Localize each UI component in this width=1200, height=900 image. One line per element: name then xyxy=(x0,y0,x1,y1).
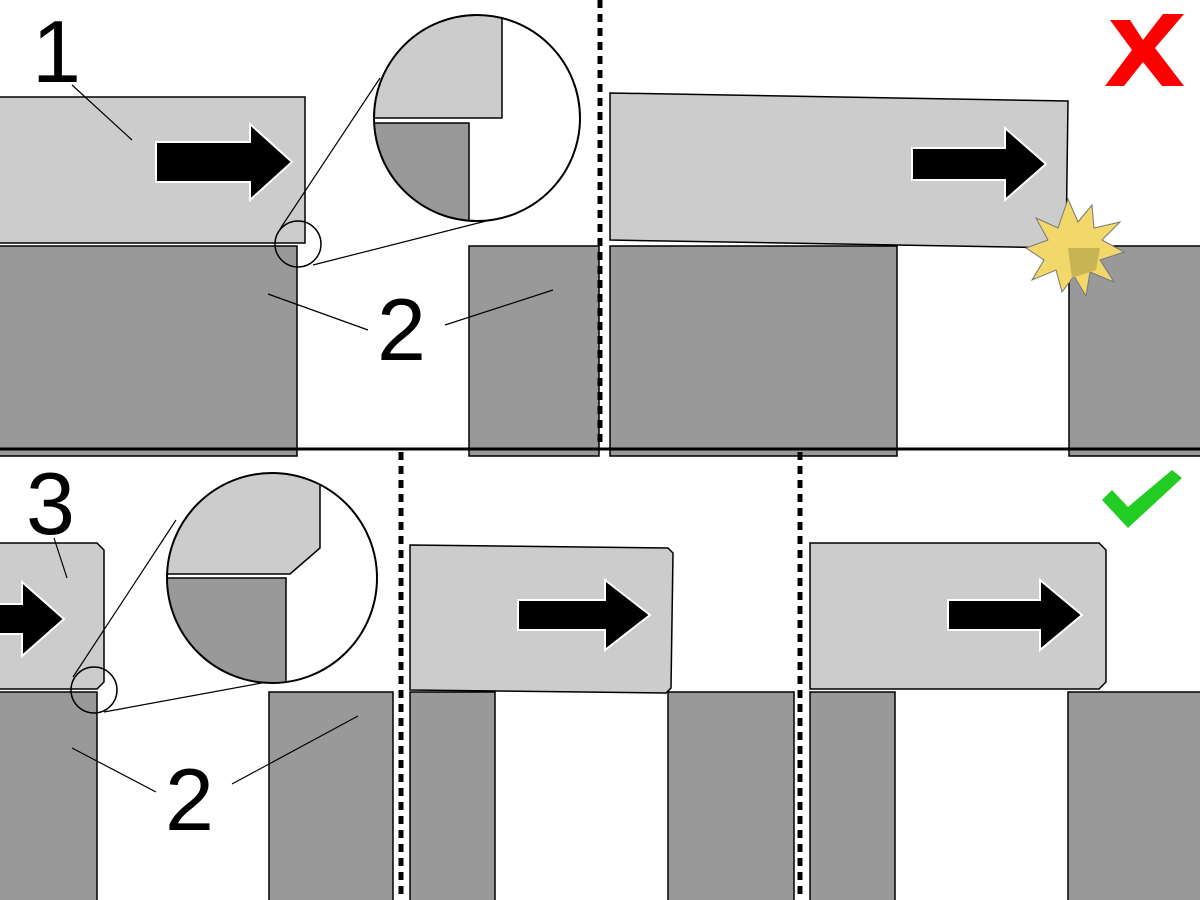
panel-bottom-left: 3 2 xyxy=(0,454,394,900)
support-block-right xyxy=(667,691,795,900)
direction-arrow-icon xyxy=(155,121,294,203)
label-part-2: 2 xyxy=(377,280,426,379)
zoom-leader-lower xyxy=(103,679,279,713)
impact-shade xyxy=(1068,248,1100,278)
zoom-circle xyxy=(166,472,378,684)
support-block-right xyxy=(1067,691,1200,900)
zoom-source-circle xyxy=(274,220,322,268)
leader-line-2a xyxy=(267,293,369,331)
panel-bottom-right xyxy=(809,470,1200,900)
zoom-leader-lower xyxy=(312,219,491,266)
support-block-right xyxy=(468,245,600,457)
green-check-icon xyxy=(1102,470,1182,528)
panel-top-right xyxy=(609,14,1200,457)
support-block-left xyxy=(0,245,298,457)
label-part-2: 2 xyxy=(165,750,214,849)
direction-arrow-icon xyxy=(517,577,652,653)
support-block-right xyxy=(1068,245,1200,457)
leader-line-1 xyxy=(71,84,133,141)
leader-line-3 xyxy=(53,537,68,579)
zoom-detail-chamfer xyxy=(167,473,377,683)
zoom-leader-upper xyxy=(279,77,381,230)
label-part-1: 1 xyxy=(32,2,81,101)
leader-line-2b xyxy=(444,289,554,326)
leader-line-2b xyxy=(231,715,359,785)
zoom-circle xyxy=(373,14,581,222)
support-block-left xyxy=(809,691,896,900)
zoom-detail-square xyxy=(374,15,580,221)
zoom-source-circle xyxy=(70,666,118,714)
zoom-leader-upper xyxy=(72,519,177,678)
support-block-left xyxy=(609,245,898,457)
support-block-left xyxy=(409,691,496,900)
direction-arrow-icon xyxy=(947,577,1084,653)
red-x-icon xyxy=(1105,14,1184,86)
direction-arrow-icon xyxy=(0,579,66,659)
label-part-3: 3 xyxy=(26,454,75,553)
panel-bottom-middle xyxy=(409,544,795,900)
support-block-left xyxy=(0,691,98,900)
support-block-right xyxy=(268,691,394,900)
impact-burst-icon xyxy=(1024,197,1126,298)
leader-line-2a xyxy=(71,747,157,793)
direction-arrow-icon xyxy=(911,125,1048,203)
panel-top-left: 1 2 xyxy=(0,2,600,457)
